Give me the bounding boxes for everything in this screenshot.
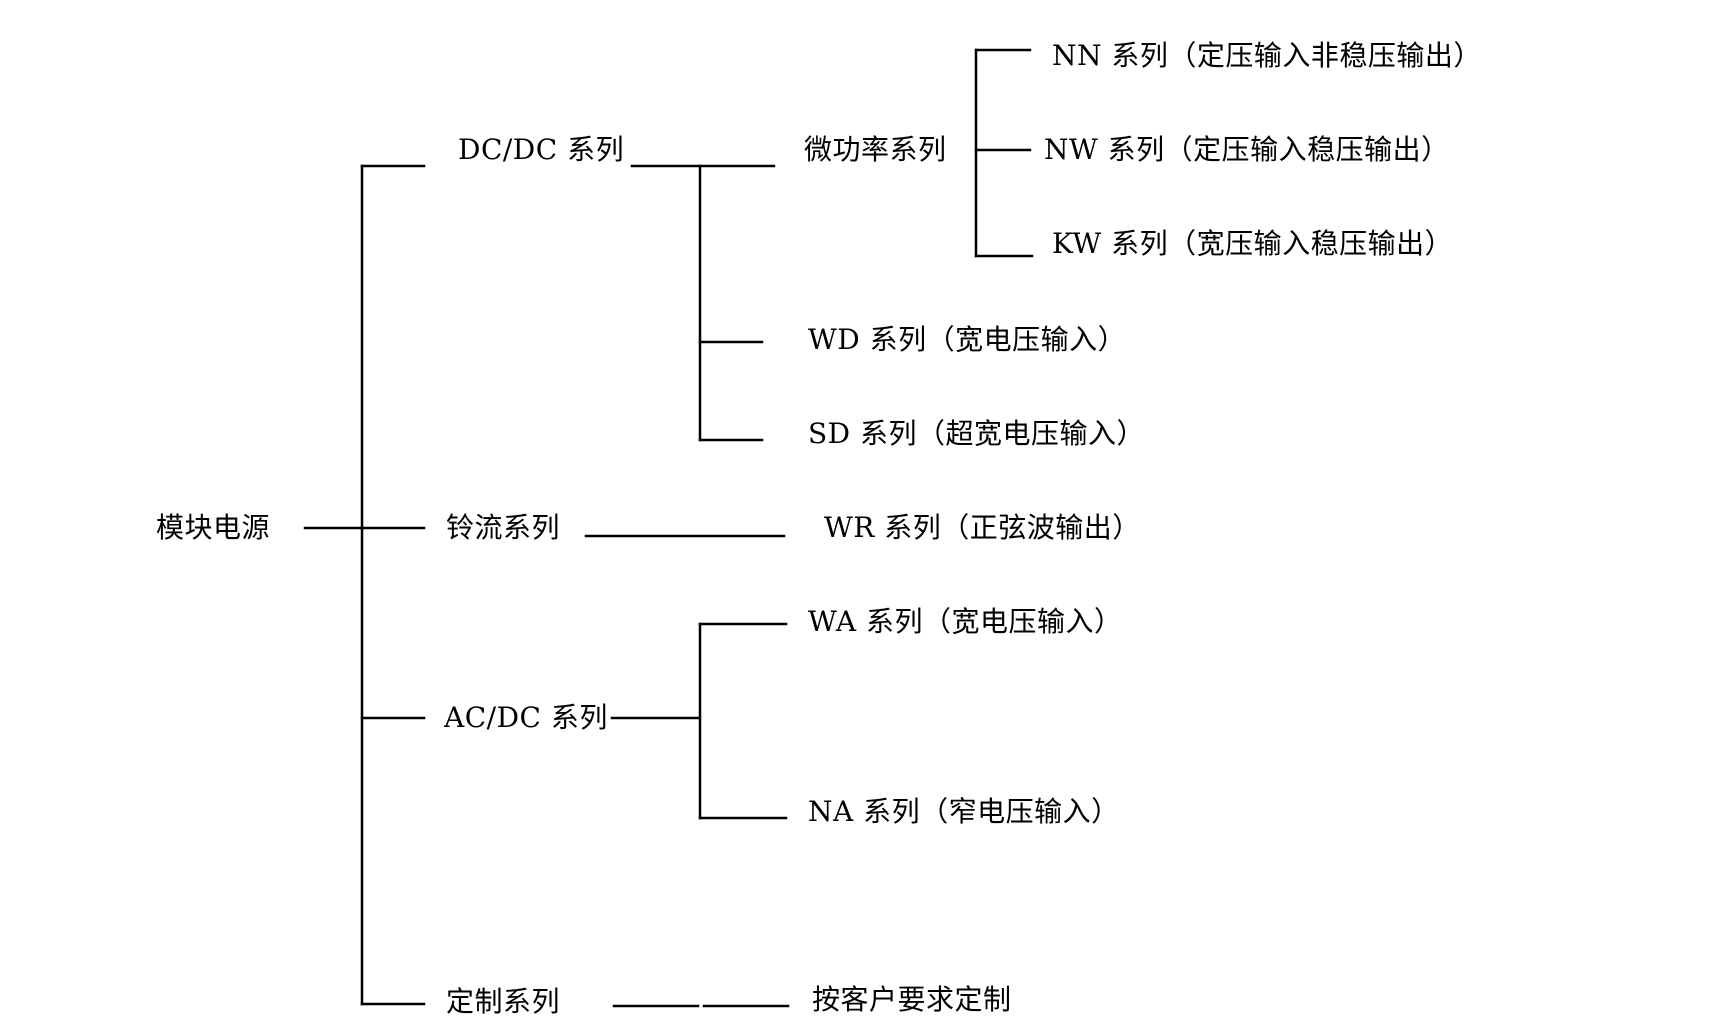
node-nn-series: NN 系列（定压输入非稳压输出） [1052, 39, 1482, 72]
node-sd-series: SD 系列（超宽电压输入） [808, 417, 1146, 450]
node-na-series: NA 系列（窄电压输入） [808, 795, 1120, 828]
node-wa-series: WA 系列（宽电压输入） [808, 605, 1123, 638]
node-nw-series: NW 系列（定压输入稳压输出） [1044, 133, 1450, 166]
node-custom-request: 按客户要求定制 [812, 983, 1012, 1016]
node-dcdc-series: DC/DC 系列 [458, 133, 625, 166]
node-custom-series: 定制系列 [446, 985, 561, 1018]
node-acdc-series: AC/DC 系列 [444, 701, 608, 734]
root-node-label: 模块电源 [156, 511, 271, 544]
node-wr-series: WR 系列（正弦波输出） [824, 511, 1141, 544]
node-micro-power-series: 微功率系列 [804, 133, 947, 166]
node-kw-series: KW 系列（宽压输入稳压输出） [1052, 227, 1454, 260]
node-wd-series: WD 系列（宽电压输入） [808, 323, 1127, 356]
node-ringing-series: 铃流系列 [446, 511, 561, 544]
